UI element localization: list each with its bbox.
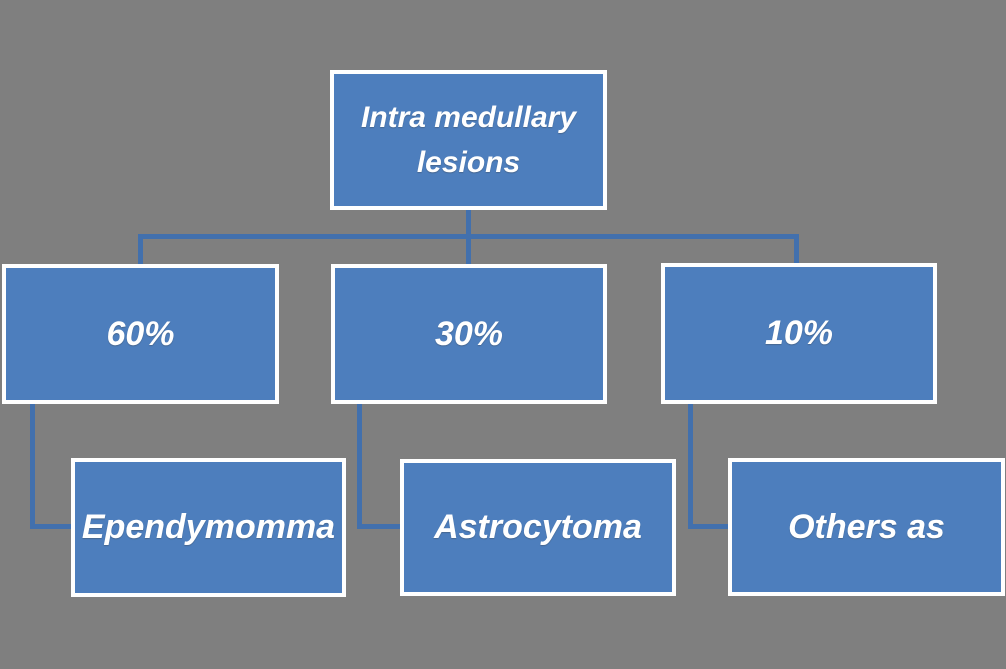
connector-60-ependymomma-horizontal [30,524,73,529]
node-10-percent-label: 10% [764,314,834,352]
node-astrocytoma-label: Astrocytoma [434,508,642,546]
connector-60-ependymomma-vertical [30,402,35,529]
node-30-percent: 30% [331,264,607,404]
connector-horizontal-bus [138,234,799,239]
node-ependymomma: Ependymomma [71,458,346,597]
node-intra-medullary-lesions-label: Intra medullary lesions [360,101,577,179]
node-10-percent: 10% [661,263,937,404]
node-astrocytoma: Astrocytoma [400,459,676,596]
node-30-percent-label: 30% [434,314,504,353]
node-intra-medullary-lesions: Intra medullary lesions [330,70,607,210]
node-ependymomma-label: Ependymomma [81,508,336,546]
connector-10-others-horizontal [688,524,730,529]
connector-30-astrocytoma-vertical [357,402,362,529]
node-60-percent: 60% [2,264,279,404]
node-others-as-label: Others as [788,507,945,546]
node-others-as: Others as [728,458,1005,596]
connector-drop-60 [138,234,143,266]
connector-10-others-vertical [688,402,693,529]
connector-30-astrocytoma-horizontal [357,524,402,529]
connector-drop-10 [794,234,799,266]
node-60-percent-label: 60% [106,314,175,353]
